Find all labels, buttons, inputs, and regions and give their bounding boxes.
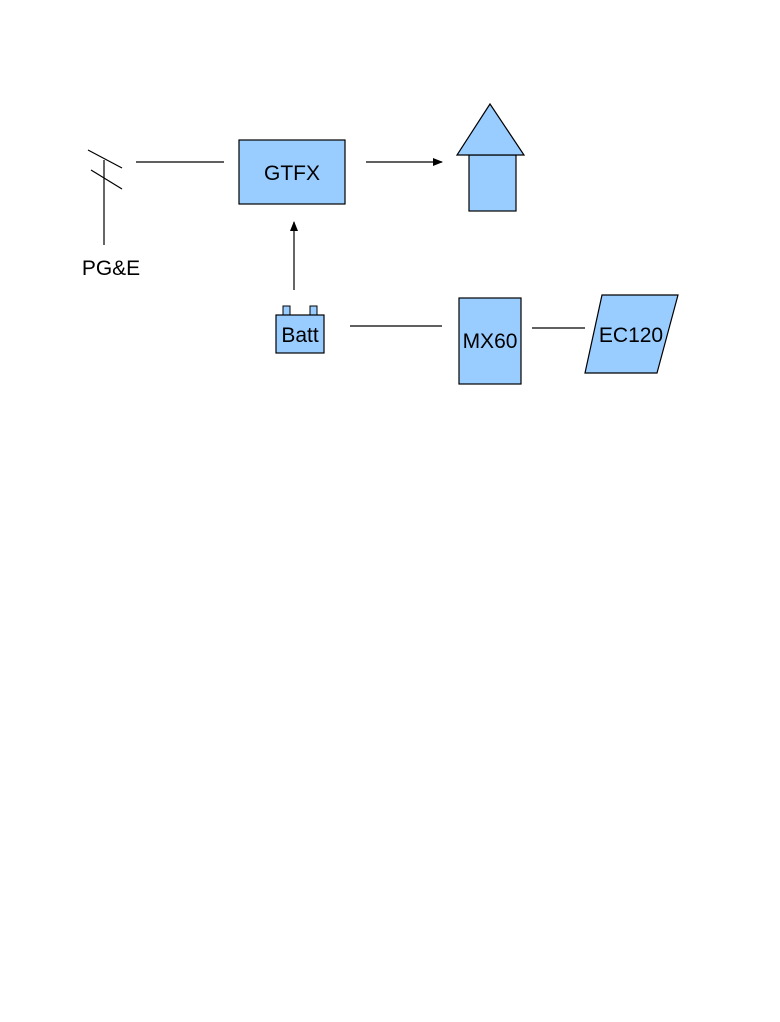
battery-label: Batt xyxy=(281,324,319,347)
inverter-label: GTFX xyxy=(264,162,320,185)
inverter-node[interactable]: GTFX xyxy=(238,139,346,205)
house-arrow-icon[interactable] xyxy=(455,102,526,212)
utility-pole-icon xyxy=(87,149,123,245)
battery-node[interactable]: Batt xyxy=(275,305,325,354)
grid-label: PG&E xyxy=(82,257,140,280)
solar-panel-node[interactable]: EC120 xyxy=(584,294,679,374)
solar-panel-label: EC120 xyxy=(599,324,663,347)
charge-controller-node[interactable]: MX60 xyxy=(458,297,522,385)
battery-icon xyxy=(275,305,325,354)
charge-controller-label: MX60 xyxy=(463,330,518,353)
